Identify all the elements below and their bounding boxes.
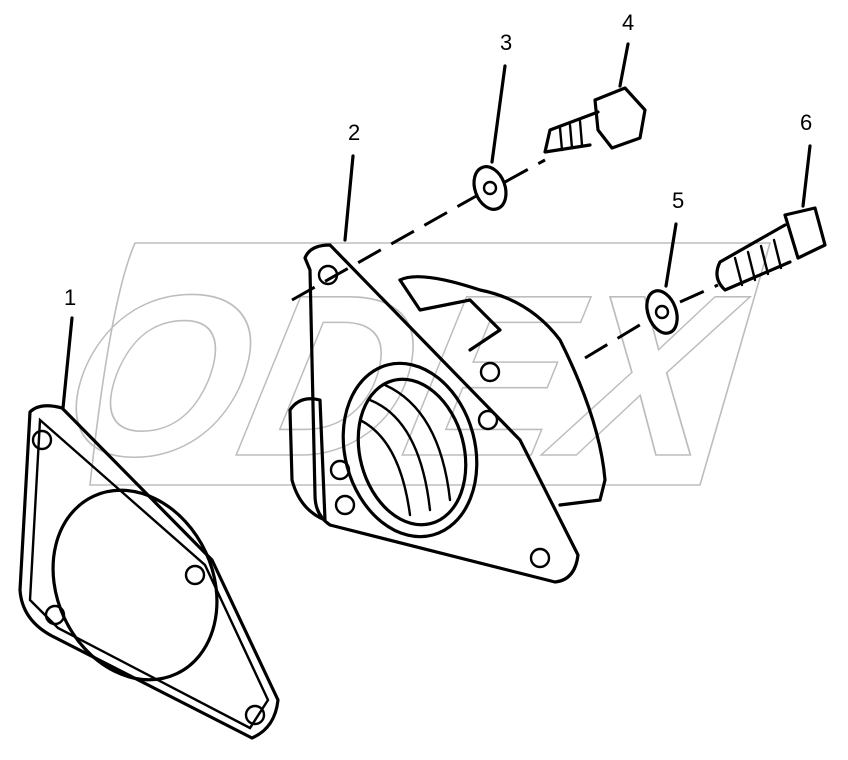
- callout-3: 3: [500, 30, 512, 55]
- callout-5: 5: [672, 188, 684, 213]
- washer-part-3: [472, 165, 508, 211]
- callout-6: 6: [800, 110, 812, 135]
- leader-lines: [61, 42, 812, 410]
- bolt-part-6: [715, 206, 827, 292]
- flange-housing-part-2: [288, 243, 607, 584]
- axis-line: [584, 318, 649, 360]
- hex-bolt-part-4: [543, 86, 647, 154]
- callout-1: 1: [64, 285, 76, 310]
- axis-line: [679, 283, 719, 304]
- callout-4: 4: [622, 10, 634, 35]
- watermark-logo: ODEX: [42, 242, 772, 505]
- washer-part-5: [645, 289, 679, 335]
- svg-text:ODEX: ODEX: [43, 247, 761, 504]
- gasket-part-1: [18, 404, 280, 740]
- callout-2: 2: [348, 120, 360, 145]
- axis-line: [504, 158, 546, 184]
- axis-line: [291, 193, 479, 302]
